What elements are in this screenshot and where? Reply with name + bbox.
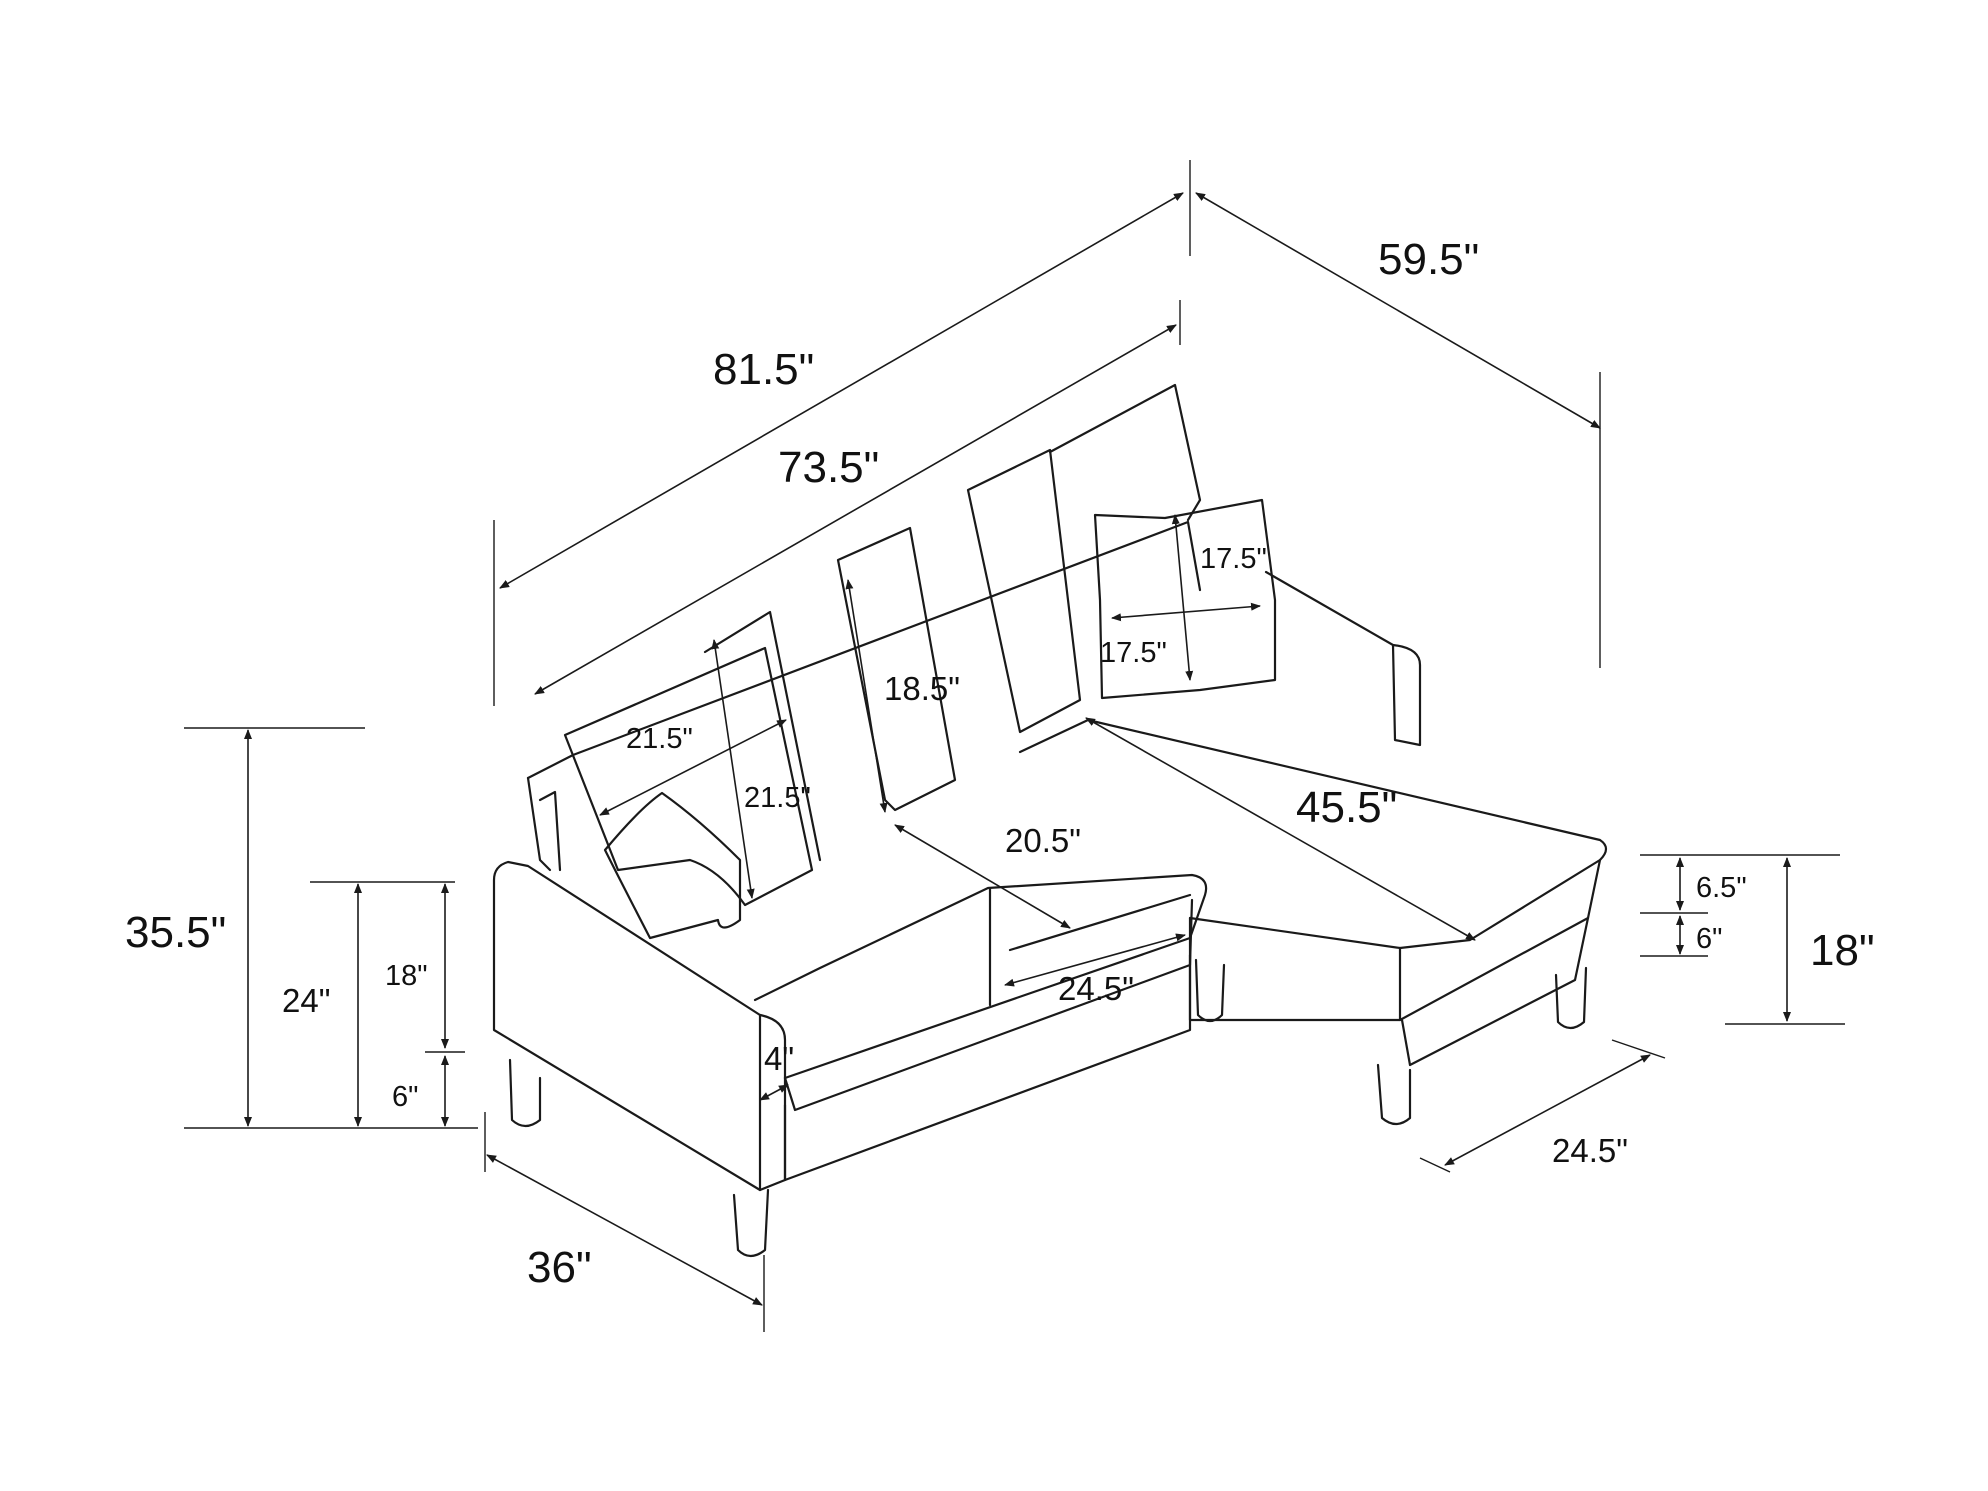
label-pillow-height: 21.5" (744, 782, 811, 814)
label-seat-width: 73.5" (778, 443, 879, 492)
label-square-pillow-width: 17.5" (1100, 637, 1167, 669)
label-chaise-width: 24.5" (1552, 1132, 1628, 1169)
label-seat-front-width: 24.5" (1058, 970, 1134, 1007)
dimension-labels: 81.5" 59.5" 73.5" 18.5" 21.5" 21.5" 17.5… (125, 235, 1875, 1292)
label-sofa-depth: 36" (527, 1243, 592, 1292)
label-leg-height: 6" (392, 1081, 418, 1113)
dimension-lines (184, 160, 1845, 1332)
label-square-pillow-height: 17.5" (1200, 543, 1267, 575)
label-pillow-width: 21.5" (626, 723, 693, 755)
label-arm-width: 4" (764, 1040, 794, 1077)
label-chaise-base-height: 6" (1696, 923, 1722, 955)
label-chaise-length: 45.5" (1296, 783, 1397, 832)
overall-depth-line (1195, 192, 1601, 429)
seat-width-line (534, 324, 1177, 695)
label-chaise-cushion-thickness: 6.5" (1696, 872, 1747, 904)
sofa-illustration (492, 383, 1608, 1258)
label-overall-height: 35.5" (125, 908, 226, 957)
label-overall-width: 81.5" (713, 345, 814, 394)
label-arm-height: 24" (282, 982, 330, 1019)
overall-width-line (499, 192, 1184, 589)
label-overall-depth: 59.5" (1378, 235, 1479, 284)
label-seat-height: 18" (385, 960, 428, 992)
label-chaise-height: 18" (1810, 926, 1875, 975)
label-back-cushion-height: 18.5" (884, 670, 960, 707)
label-seat-depth: 20.5" (1005, 822, 1081, 859)
